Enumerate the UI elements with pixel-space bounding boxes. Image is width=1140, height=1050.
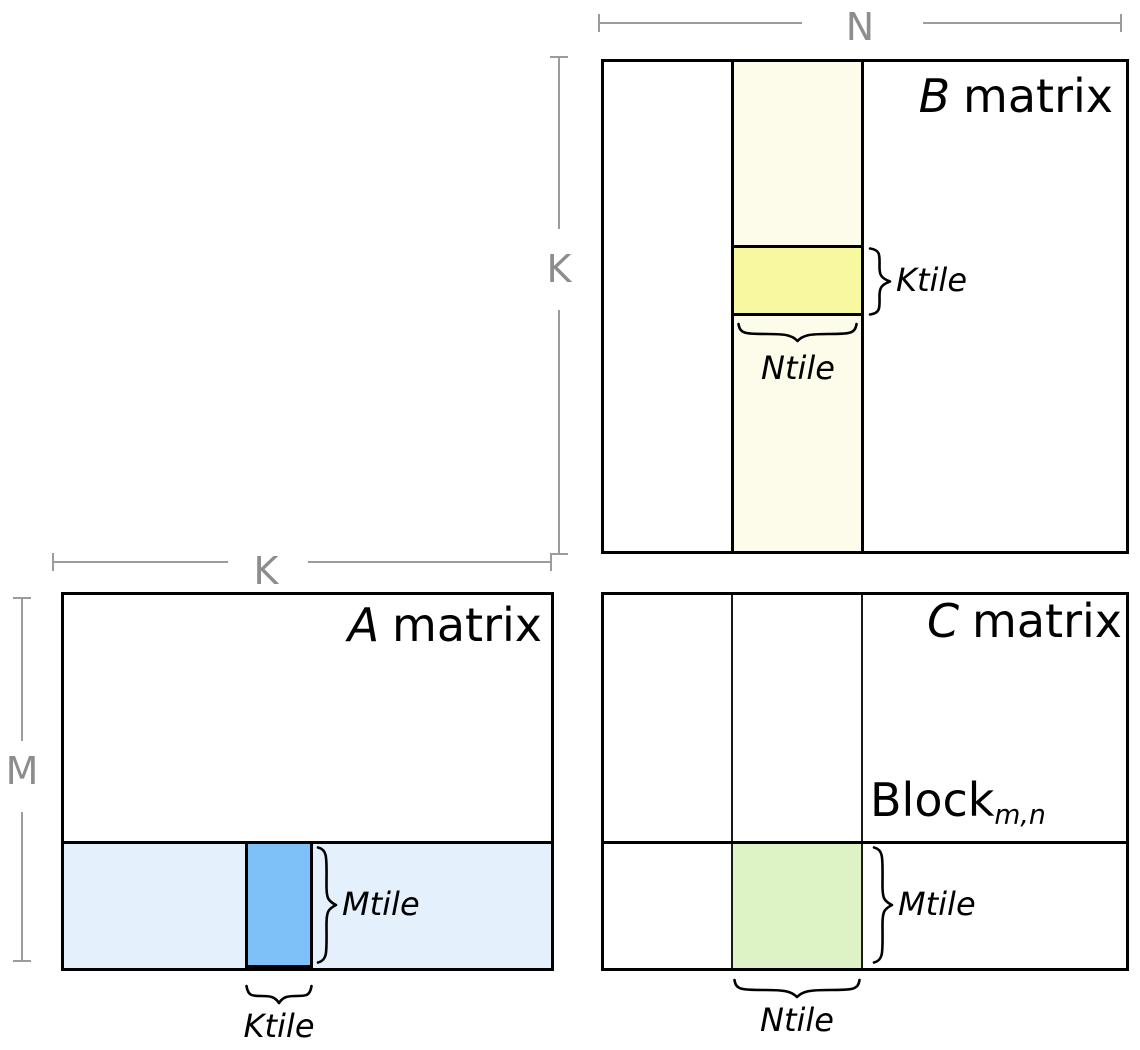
n-dim-tick-right [1120,14,1122,32]
c-block-label: Blockm,n [870,777,1046,829]
b-matrix-word: matrix [963,69,1113,123]
c-ntile-brace-icon [733,978,861,999]
n-dim-label: N [845,5,875,49]
a-ktile-tile [245,841,313,968]
a-matrix-word: matrix [392,598,542,652]
k-dim-b-tick-bottom [550,553,568,555]
a-ktile-brace-icon [245,984,313,1005]
c-matrix-letter: C [927,594,960,648]
m-dim-tick-bottom [13,960,31,962]
a-matrix-letter: A [347,598,380,652]
c-matrix-word: matrix [972,594,1122,648]
k-dim-a-tick-right [550,553,552,571]
c-matrix-box [601,592,1129,971]
b-ktile-brace-icon [868,247,892,316]
a-mtile-label: Mtile [342,885,420,923]
m-dim-tick-top [13,597,31,599]
b-ktile-tile [731,245,864,316]
c-row-divider [604,841,1126,844]
m-dim-line-bottom [21,812,23,962]
a-ktile-label: Ktile [243,1007,315,1045]
b-ntile-brace-icon [737,322,858,343]
n-dim-line-right [923,22,1122,24]
n-dim-line-left [599,22,802,24]
c-block-label-base: Block [870,773,995,827]
m-dim-line-top [21,598,23,741]
b-ntile-label: Ntile [761,349,835,387]
c-column-line-left [731,595,733,968]
k-dim-label-a: K [253,549,279,593]
c-block-label-subscript: m,n [994,799,1046,831]
k-dim-line-b-top [558,57,560,229]
c-column-line-right [861,595,863,968]
k-dim-b-tick-top [550,56,568,58]
k-dim-label-b: K [546,247,572,291]
m-dim-label: M [5,749,39,793]
k-dim-line-b-bottom [558,310,560,555]
k-dim-line-a-left [52,561,228,563]
c-block-tile [733,844,861,968]
b-ktile-label: Ktile [896,261,967,299]
b-matrix-box [601,59,1129,554]
a-mtile-brace-icon [316,846,338,964]
c-ntile-label: Ntile [760,1001,834,1039]
k-dim-line-a-right [308,561,552,563]
k-dim-a-tick-left [52,553,54,571]
n-dim-tick-left [598,14,600,32]
c-mtile-brace-icon [872,846,894,964]
b-matrix-letter: B [918,69,951,123]
c-mtile-label: Mtile [898,885,976,923]
